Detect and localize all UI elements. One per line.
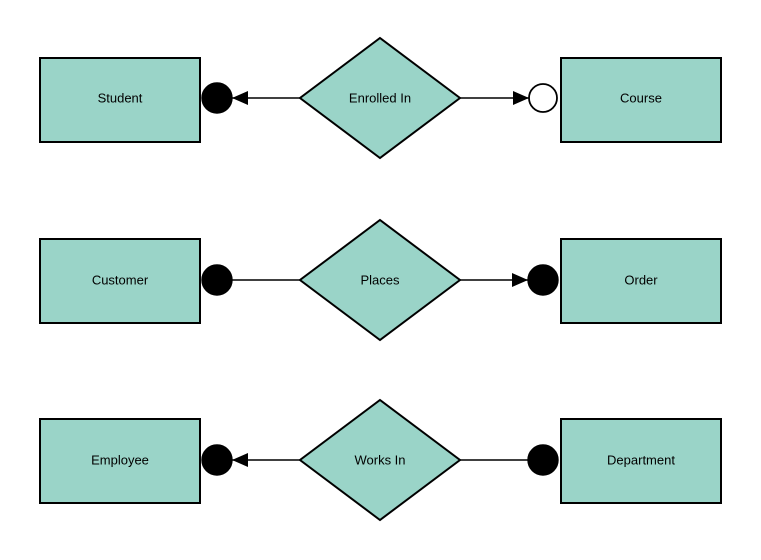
er-relationship-row: Customer Places Order [39,218,722,342]
cardinality-filled-circle-icon[interactable] [527,444,559,476]
cardinality-filled-circle-icon[interactable] [201,264,233,296]
entity-box-employee[interactable] [39,418,201,504]
arrowhead-left-icon [232,91,248,105]
cardinality-filled-circle-icon[interactable] [201,82,233,114]
relationship-diamond-works-in[interactable] [298,398,462,522]
er-relationship-row: Employee Works In Department [39,398,722,522]
entity-box-student[interactable] [39,57,201,143]
arrowhead-left-icon [232,453,248,467]
arrowhead-right-icon [513,91,529,105]
relationship-diamond-enrolled-in[interactable] [298,36,462,160]
entity-box-department[interactable] [560,418,722,504]
cardinality-hollow-circle-icon[interactable] [528,83,558,113]
entity-box-customer[interactable] [39,238,201,324]
cardinality-filled-circle-icon[interactable] [527,264,559,296]
entity-box-order[interactable] [560,238,722,324]
cardinality-filled-circle-icon[interactable] [201,444,233,476]
relationship-diamond-places[interactable] [298,218,462,342]
arrowhead-right-icon [512,273,528,287]
entity-box-course[interactable] [560,57,722,143]
er-relationship-row: Student Enrolled In Course [39,36,722,160]
